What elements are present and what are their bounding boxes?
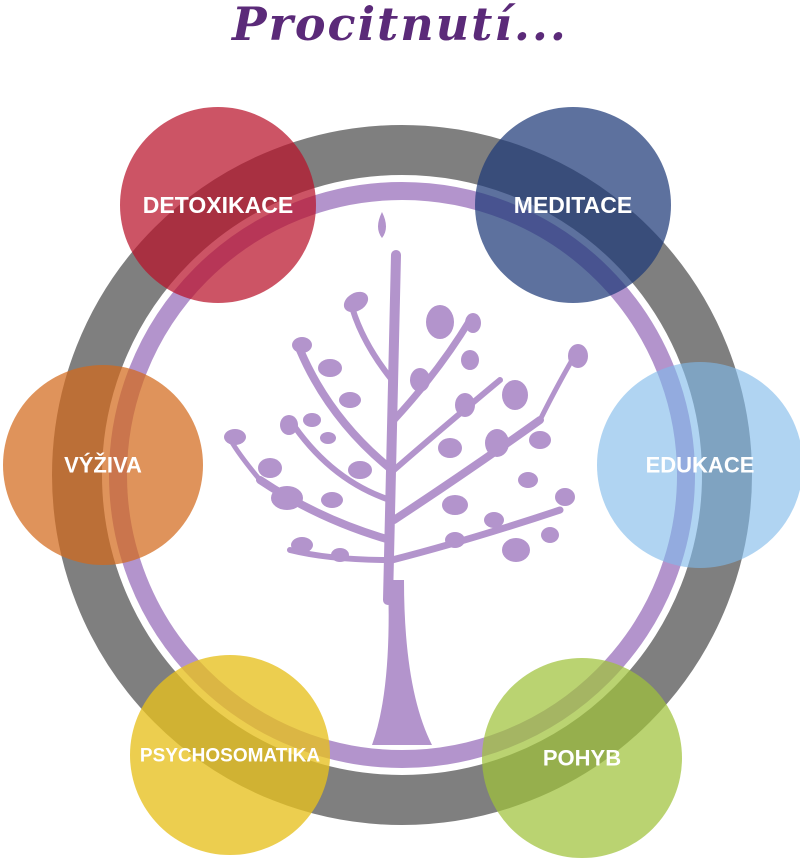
node-label-meditace: MEDITACE bbox=[514, 192, 632, 218]
node-label-edukace: EDUKACE bbox=[646, 453, 755, 478]
page-title: Procitnutí... bbox=[232, 0, 568, 51]
node-circle-vyziva bbox=[3, 365, 203, 565]
node-label-vyziva: VÝŽIVA bbox=[64, 453, 142, 478]
tree-icon bbox=[224, 212, 588, 745]
node-circle-pohyb bbox=[482, 658, 682, 858]
node-label-pohyb: POHYB bbox=[543, 746, 621, 771]
node-pohyb: POHYB bbox=[482, 658, 682, 858]
node-label-detoxikace: DETOXIKACE bbox=[143, 192, 293, 218]
node-circle-meditace bbox=[475, 107, 671, 303]
node-circle-edukace bbox=[597, 362, 800, 568]
node-edukace: EDUKACE bbox=[597, 362, 800, 568]
node-label-psychosomatika: PSYCHOSOMATIKA bbox=[140, 746, 320, 767]
node-detoxikace: DETOXIKACE bbox=[120, 107, 316, 303]
node-vyziva: VÝŽIVA bbox=[3, 365, 203, 565]
node-circle-psychosomatika bbox=[130, 655, 330, 855]
node-circle-detoxikace bbox=[120, 107, 316, 303]
node-meditace: MEDITACE bbox=[475, 107, 671, 303]
node-psychosomatika: PSYCHOSOMATIKA bbox=[130, 655, 330, 855]
